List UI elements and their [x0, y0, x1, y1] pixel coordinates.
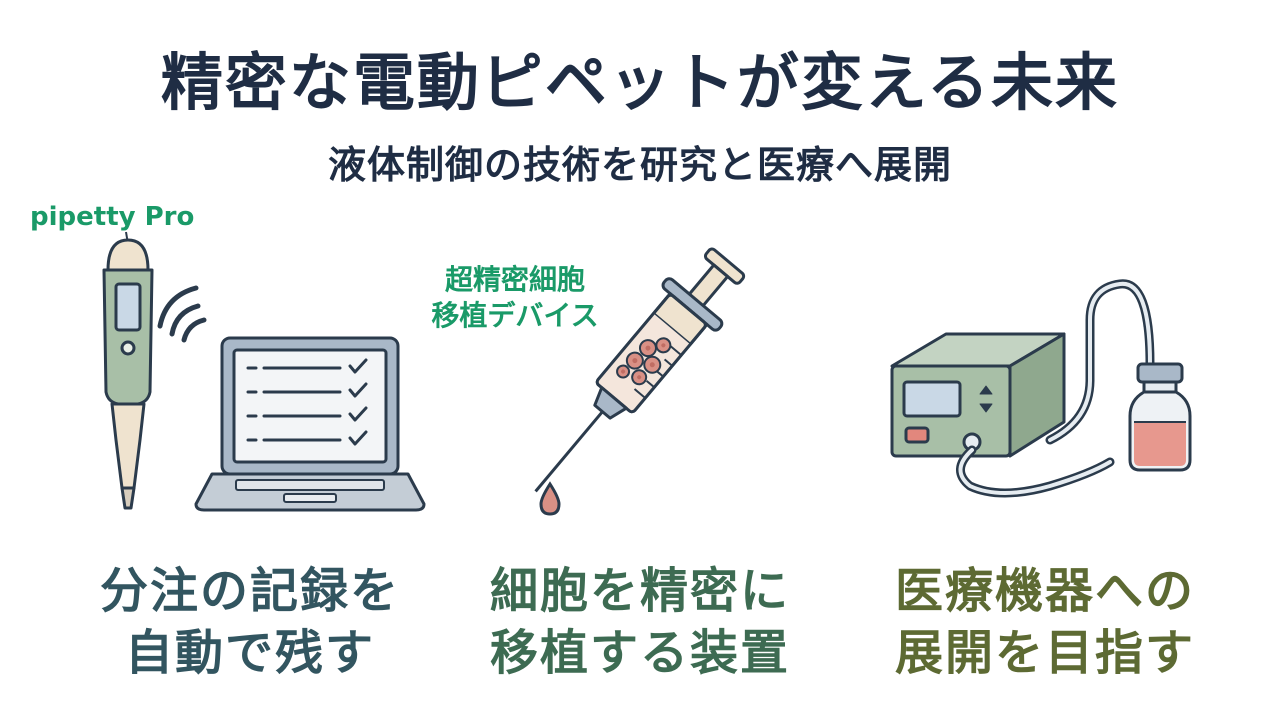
device-label-pipetty: pipetty Pro — [30, 202, 195, 232]
caption-line: 分注の記録を — [99, 563, 400, 619]
pipette-icon — [102, 231, 154, 510]
syringe-with-cells-icon — [534, 247, 746, 493]
caption-line: 細胞を精密に — [489, 563, 790, 619]
medical-pump-device-icon — [890, 279, 1155, 498]
caption-line: 展開を目指す — [894, 625, 1195, 681]
laptop-checklist-icon — [194, 336, 426, 512]
caption-line: 自動で残す — [124, 625, 375, 681]
page-subtitle: 液体制御の技術を研究と医療へ展開 — [327, 143, 952, 187]
wireless-signal-icon — [157, 285, 207, 343]
device-label-syringe: 超精密細胞 移植デバイス — [408, 262, 622, 334]
device-label-line: 移植デバイス — [431, 299, 599, 332]
page-title: 精密な電動ピペットが変える未来 — [160, 46, 1120, 119]
caption-record: 分注の記録を 自動で残す — [60, 560, 440, 684]
droplet-icon — [539, 481, 561, 516]
caption-line: 移植する装置 — [489, 625, 790, 681]
caption-transplant: 細胞を精密に 移植する装置 — [450, 560, 830, 684]
caption-medical: 医療機器への 展開を目指す — [855, 560, 1235, 684]
device-label-line: 超精密細胞 — [444, 263, 585, 296]
caption-line: 医療機器への — [894, 563, 1195, 619]
vial-icon — [1128, 362, 1192, 472]
